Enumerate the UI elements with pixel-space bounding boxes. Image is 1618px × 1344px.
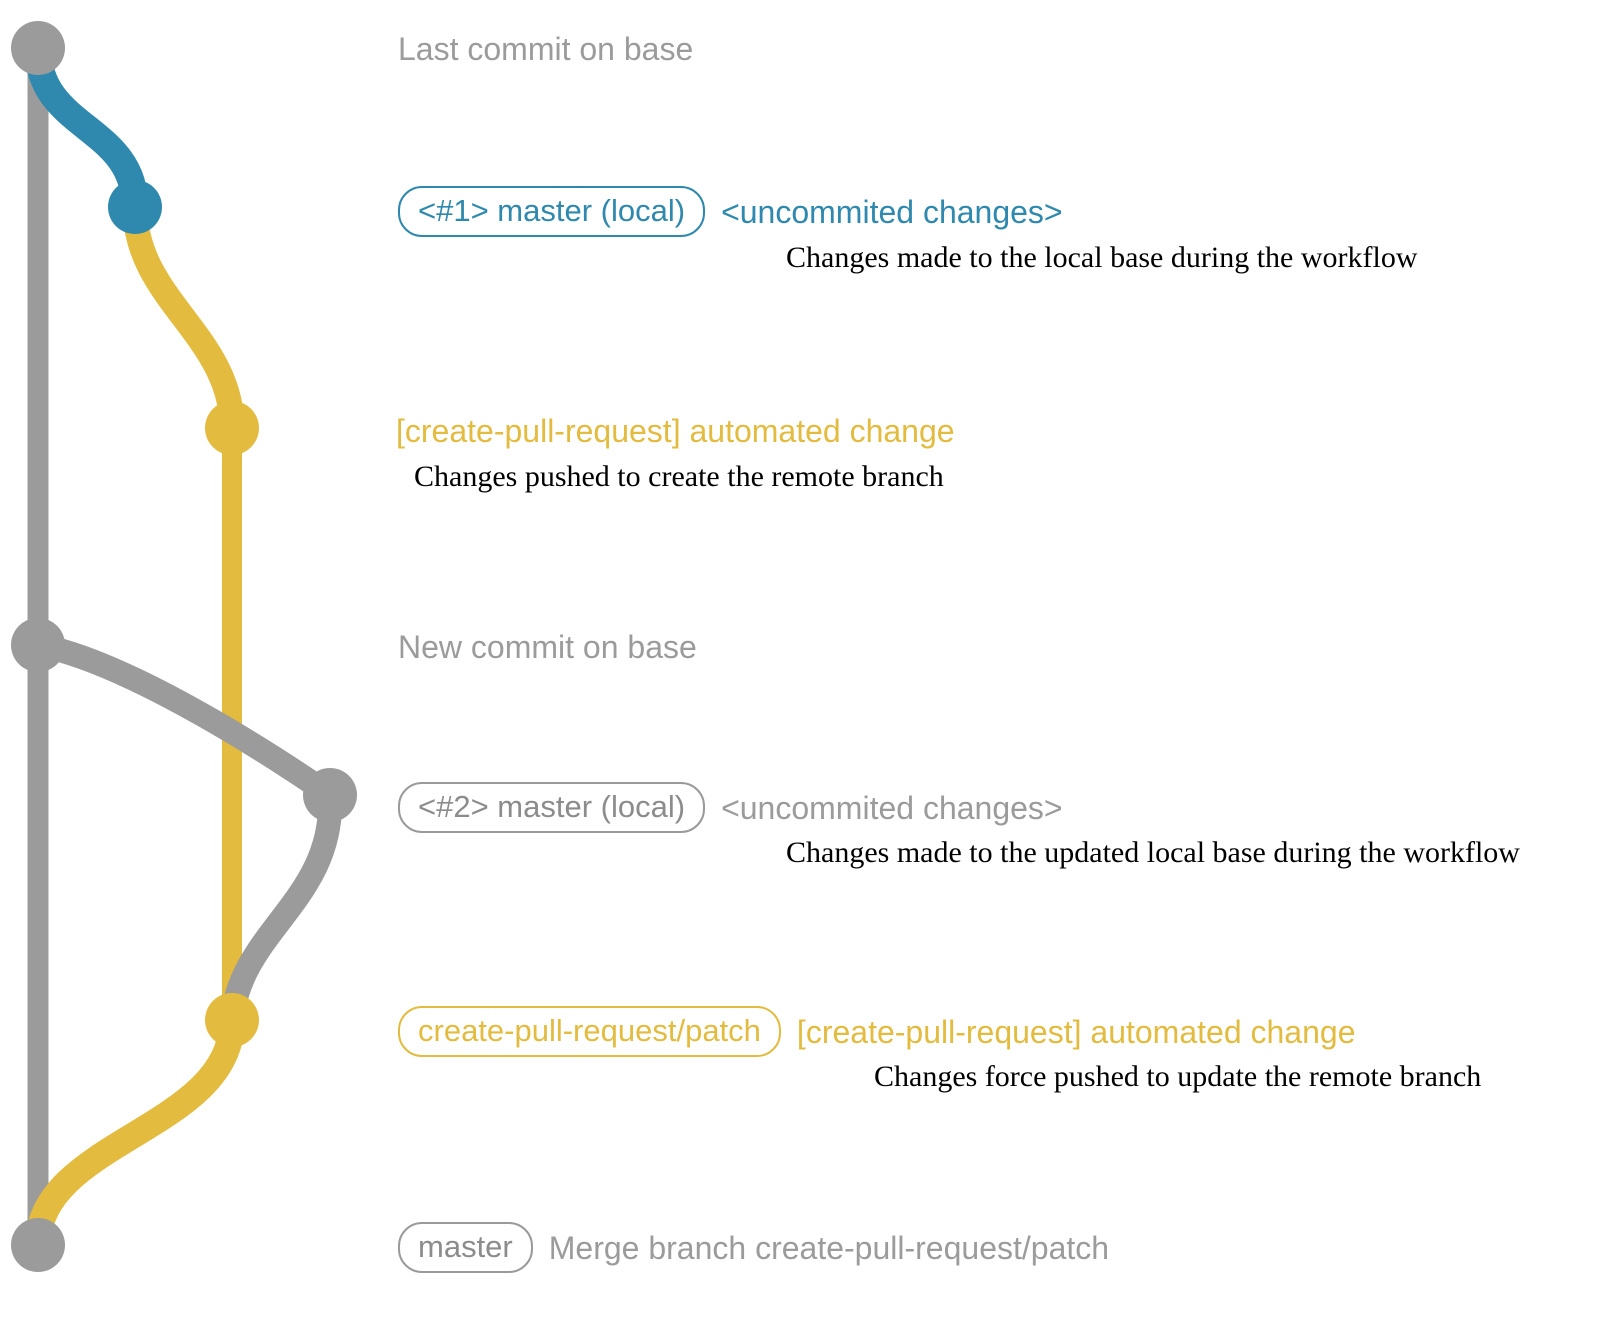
- commit-description-master-local-2: Changes made to the updated local base d…: [786, 838, 1520, 868]
- commit-row-automated-change-1: [create-pull-request] automated change: [396, 415, 955, 447]
- node-master-local-1[interactable]: [108, 180, 162, 234]
- node-master-local-2[interactable]: [303, 768, 357, 822]
- commit-row-last-commit-on-base: Last commit on base: [398, 33, 693, 65]
- commit-row-main: Last commit on base: [398, 33, 693, 65]
- commit-row-master-local-1: <#1> master (local) <uncommited changes>: [398, 186, 1063, 237]
- commit-row-merge-commit: master Merge branch create-pull-request/…: [398, 1222, 1109, 1273]
- detour-return-line: [220, 783, 343, 1032]
- commit-description-master-local-1: Changes made to the local base during th…: [786, 243, 1418, 273]
- commit-row-main: master Merge branch create-pull-request/…: [398, 1222, 1109, 1273]
- node-automated-change-2[interactable]: [205, 993, 259, 1047]
- git-graph: [11, 21, 357, 1272]
- commit-row-main: <#2> master (local) <uncommited changes>: [398, 782, 1063, 833]
- commit-description-text: Changes made to the updated local base d…: [786, 836, 1520, 869]
- commit-row-main: <#1> master (local) <uncommited changes>: [398, 186, 1063, 237]
- commit-row-master-local-2: <#2> master (local) <uncommited changes>: [398, 782, 1063, 833]
- patch-merge-line: [25, 1007, 245, 1258]
- ref-badge-create-pull-request-patch[interactable]: create-pull-request/patch: [398, 1006, 781, 1057]
- commit-subject: [create-pull-request] automated change: [796, 1013, 1356, 1050]
- node-automated-change-1[interactable]: [205, 401, 259, 455]
- node-last-commit-on-base[interactable]: [11, 21, 65, 75]
- commit-subject: Last commit on base: [398, 31, 694, 67]
- commit-row-new-commit-on-base: New commit on base: [398, 631, 697, 663]
- commit-row-main: [create-pull-request] automated change: [396, 415, 955, 447]
- commit-subject: New commit on base: [398, 629, 697, 665]
- patch-branch-line-1: [122, 194, 245, 441]
- commit-description-text: Changes made to the local base during th…: [786, 241, 1418, 274]
- commit-subject: Merge branch create-pull-request/patch: [548, 1229, 1110, 1266]
- local-branch-line-1: [24, 34, 149, 221]
- ref-badge-master-local-2[interactable]: <#2> master (local): [398, 782, 706, 833]
- commit-row-automated-change-2: create-pull-request/patch [create-pull-r…: [398, 1006, 1355, 1057]
- ref-badge-master[interactable]: master: [398, 1222, 533, 1273]
- commit-subject: <uncommited changes>: [721, 193, 1063, 230]
- node-merge-commit[interactable]: [11, 1218, 65, 1272]
- detour-branch-line: [26, 633, 342, 807]
- commit-subject: <uncommited changes>: [721, 789, 1063, 826]
- commit-description-automated-change-1: Changes pushed to create the remote bran…: [414, 462, 944, 492]
- ref-badge-master-local-1[interactable]: <#1> master (local): [398, 186, 706, 237]
- commit-row-main: New commit on base: [398, 631, 697, 663]
- node-new-commit-on-base[interactable]: [11, 618, 65, 672]
- commit-description-text: Changes pushed to create the remote bran…: [414, 460, 944, 493]
- commit-description-automated-change-2: Changes force pushed to update the remot…: [874, 1062, 1481, 1092]
- commit-description-text: Changes force pushed to update the remot…: [874, 1060, 1482, 1093]
- commit-subject: [create-pull-request] automated change: [396, 413, 955, 449]
- commit-row-main: create-pull-request/patch [create-pull-r…: [398, 1006, 1355, 1057]
